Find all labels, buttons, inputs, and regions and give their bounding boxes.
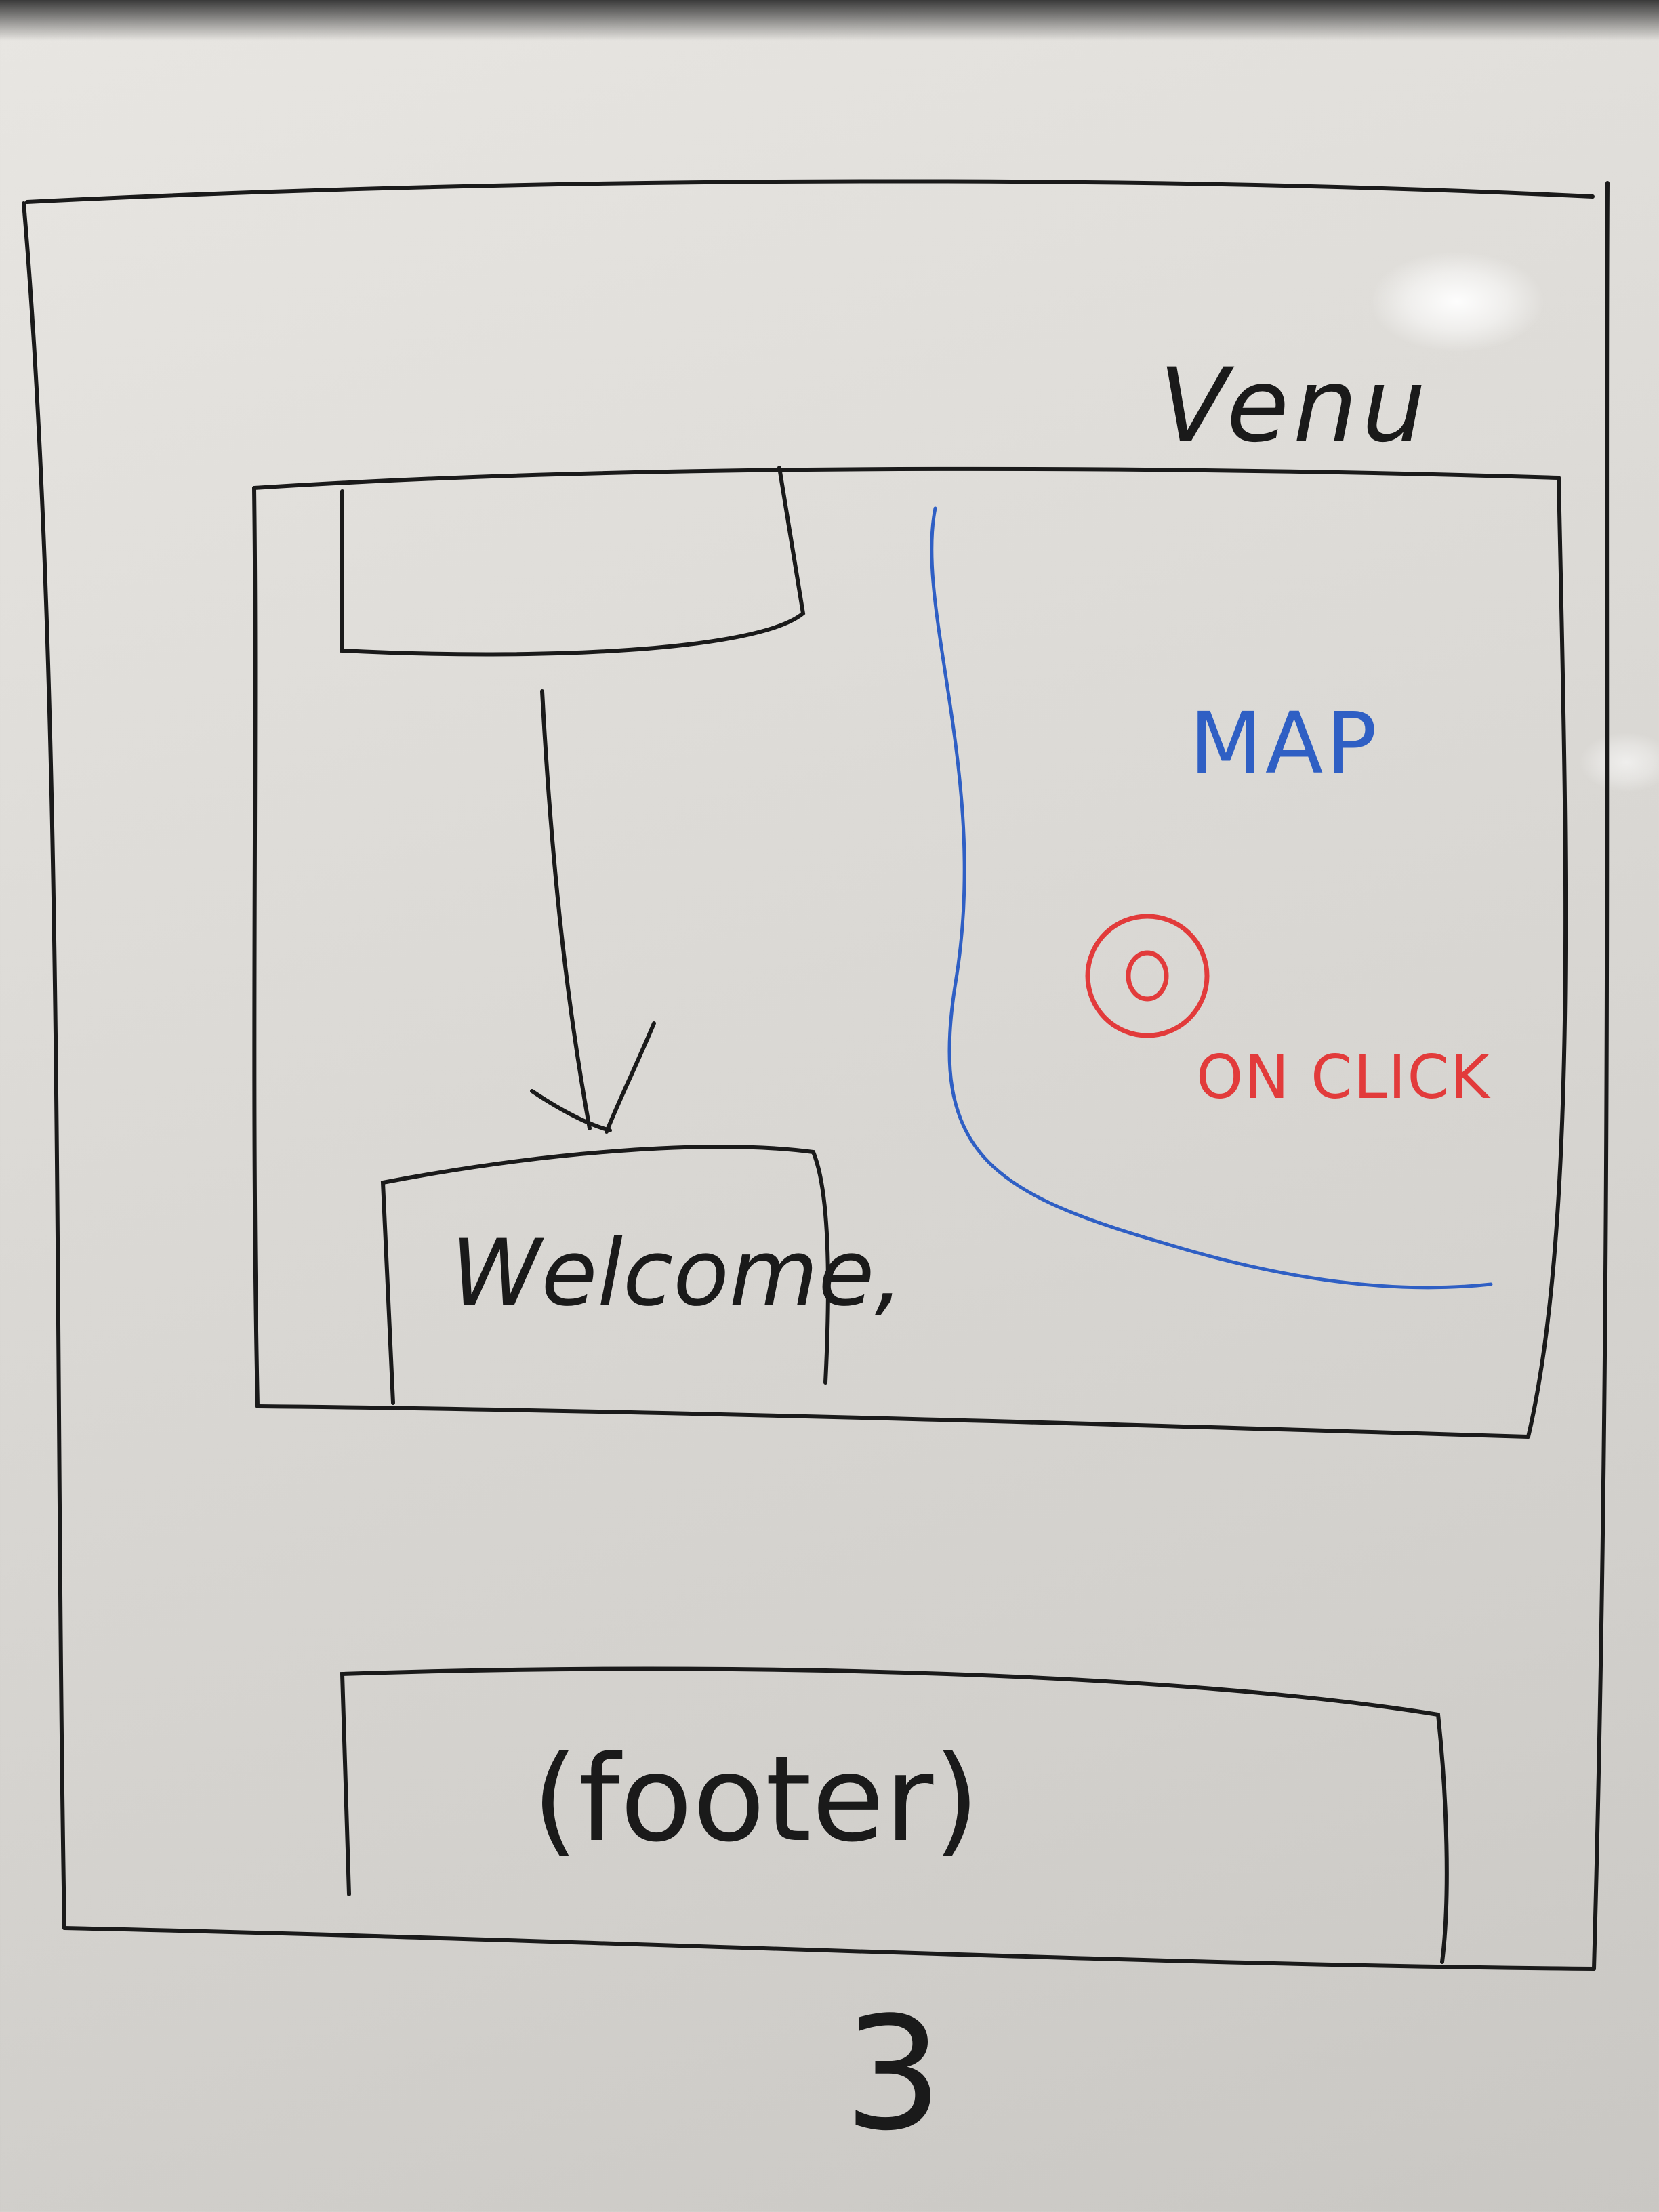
marker-note: ON CLICK <box>1196 1042 1491 1112</box>
page-number: 3 <box>844 1984 943 2165</box>
hero-section <box>252 466 1568 1439</box>
down-arrow-icon <box>530 689 656 1134</box>
light-glare <box>1369 251 1545 352</box>
light-glare-small <box>1579 732 1659 793</box>
welcome-card: Welcome, <box>380 1145 903 1405</box>
map-label: MAP <box>1189 695 1380 793</box>
header-box[interactable] <box>340 466 806 657</box>
board-top-edge-shadow <box>0 0 1659 41</box>
map-region-divider <box>930 506 1493 1290</box>
welcome-text: Welcome, <box>451 1220 903 1326</box>
map-marker-icon[interactable] <box>1085 914 1210 1038</box>
page-frame <box>22 179 1610 1971</box>
brand-label: Venu <box>1159 347 1430 465</box>
footer-section: (footer) <box>340 1666 1449 1964</box>
footer-text: (footer) <box>532 1731 980 1868</box>
